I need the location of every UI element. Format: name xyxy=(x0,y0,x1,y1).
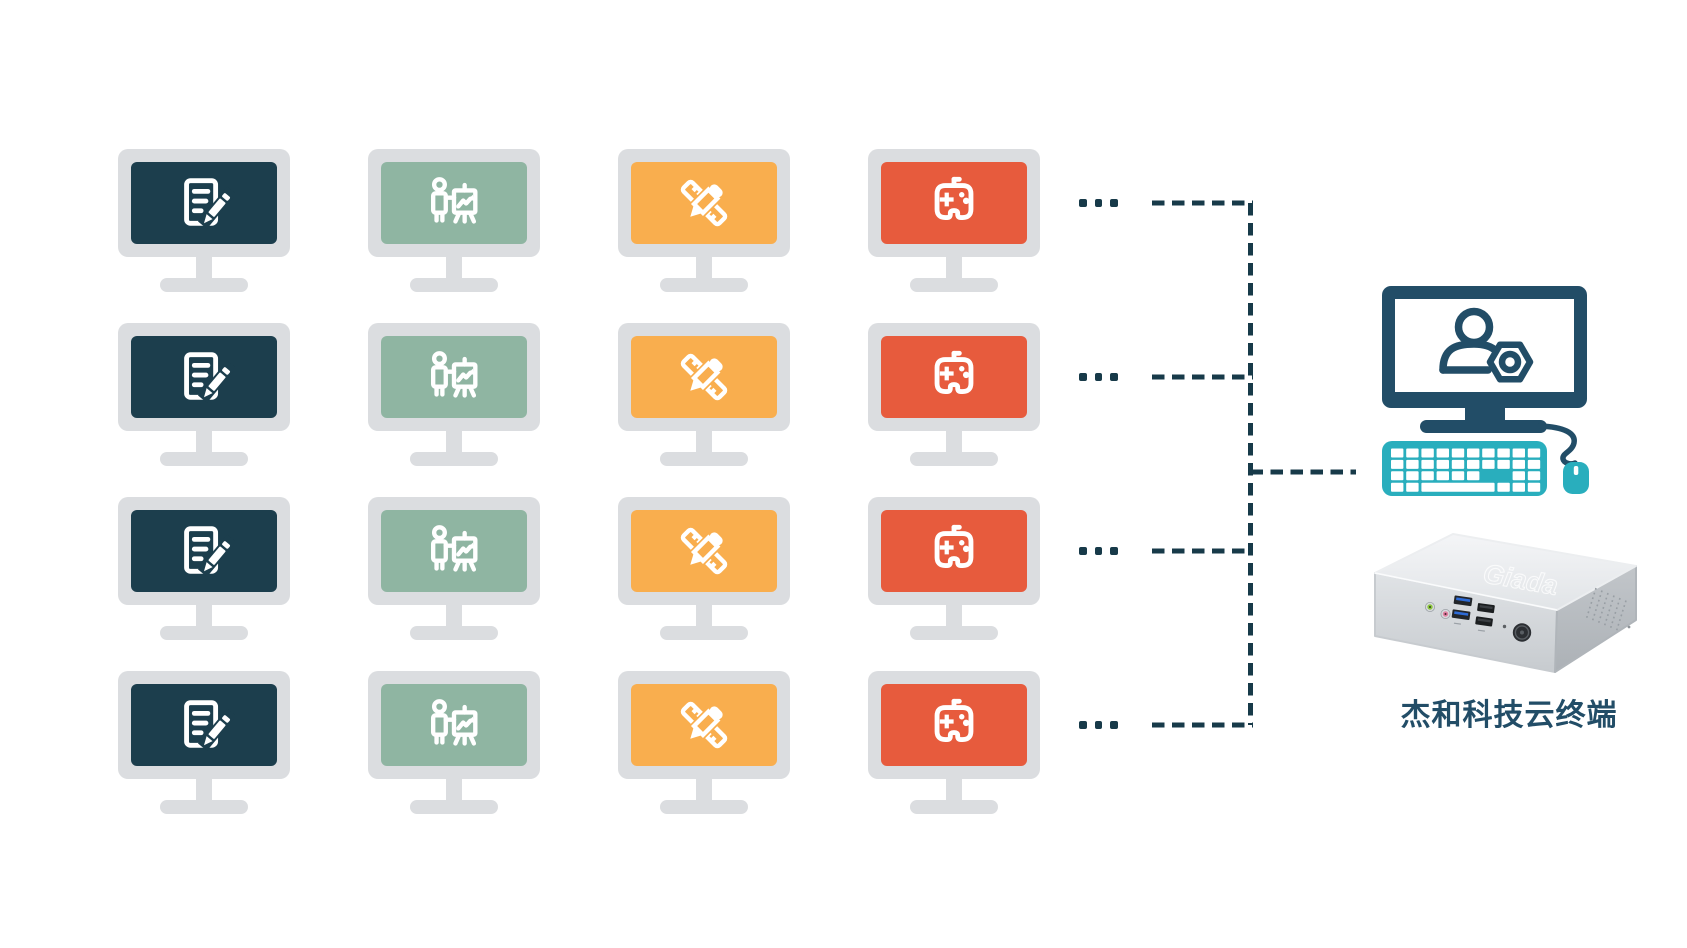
presentation-chart-icon xyxy=(430,351,478,398)
monitor-stand-base xyxy=(660,626,748,640)
ruler-pencil-icon xyxy=(680,525,730,575)
monitor-stand-base xyxy=(160,626,248,640)
ellipsis-more-clients xyxy=(1079,199,1118,207)
monitor-stand xyxy=(696,429,712,456)
monitor-screen xyxy=(881,162,1027,244)
monitor-stand xyxy=(946,603,962,630)
monitor-screen xyxy=(381,684,527,766)
admin-workstation xyxy=(1382,286,1594,498)
monitor-stand xyxy=(196,255,212,282)
monitor-stand-base xyxy=(160,800,248,814)
monitor-stand xyxy=(946,429,962,456)
client-monitor-office xyxy=(118,149,290,295)
monitor-screen xyxy=(631,336,777,418)
user-settings-icon xyxy=(1439,307,1534,383)
client-monitor-presentation xyxy=(368,497,540,643)
client-monitor-gaming xyxy=(868,149,1040,295)
monitor-screen xyxy=(631,684,777,766)
front-ports xyxy=(1425,595,1532,642)
presentation-chart-icon xyxy=(430,177,478,224)
monitor-screen xyxy=(881,684,1027,766)
monitor-stand xyxy=(196,603,212,630)
document-edit-icon xyxy=(184,526,235,577)
monitor-screen xyxy=(631,162,777,244)
ruler-pencil-icon xyxy=(680,699,730,749)
monitor-stand-base xyxy=(160,278,248,292)
gamepad-icon xyxy=(934,176,974,220)
monitor-stand xyxy=(946,777,962,804)
client-monitor-design xyxy=(618,497,790,643)
client-monitor-presentation xyxy=(368,671,540,817)
mouse-cable xyxy=(1537,423,1578,467)
monitor-stand-base xyxy=(410,278,498,292)
client-monitor-design xyxy=(618,323,790,469)
client-monitor-gaming xyxy=(868,323,1040,469)
monitor-screen xyxy=(131,336,277,418)
client-monitor-gaming xyxy=(868,671,1040,817)
document-edit-icon xyxy=(184,700,235,751)
ellipsis-more-clients xyxy=(1079,547,1118,555)
monitor-stand-base xyxy=(910,278,998,292)
monitor-stand-base xyxy=(410,452,498,466)
client-monitor-office xyxy=(118,497,290,643)
monitor-stand xyxy=(696,255,712,282)
document-edit-icon xyxy=(184,178,235,229)
gamepad-icon xyxy=(934,350,974,394)
monitor-stand-base xyxy=(910,626,998,640)
monitor-screen xyxy=(131,162,277,244)
monitor-screen xyxy=(881,510,1027,592)
monitor-screen xyxy=(131,510,277,592)
monitor-screen xyxy=(881,336,1027,418)
presentation-chart-icon xyxy=(430,699,478,746)
mouse-icon xyxy=(1563,462,1589,494)
monitor-stand xyxy=(446,255,462,282)
ellipsis-more-clients xyxy=(1079,373,1118,381)
keyboard-icon xyxy=(1382,441,1547,496)
admin-monitor-icon xyxy=(1382,286,1587,433)
ellipsis-more-clients xyxy=(1079,721,1118,729)
monitor-stand-base xyxy=(910,800,998,814)
monitor-stand-base xyxy=(410,800,498,814)
gamepad-icon xyxy=(934,524,974,568)
ruler-pencil-icon xyxy=(680,351,730,401)
client-monitor-design xyxy=(618,149,790,295)
monitor-stand xyxy=(696,603,712,630)
client-monitor-office xyxy=(118,323,290,469)
monitor-stand-base xyxy=(660,278,748,292)
client-monitor-presentation xyxy=(368,149,540,295)
client-monitor-design xyxy=(618,671,790,817)
monitor-stand xyxy=(696,777,712,804)
ruler-pencil-icon xyxy=(680,177,730,227)
monitor-screen xyxy=(631,510,777,592)
monitor-stand xyxy=(946,255,962,282)
vent-grille xyxy=(1585,587,1627,633)
monitor-stand-base xyxy=(910,452,998,466)
client-monitor-gaming xyxy=(868,497,1040,643)
monitor-screen xyxy=(381,162,527,244)
mini-pc-device: Giada xyxy=(1370,530,1650,690)
gamepad-icon xyxy=(934,698,974,742)
device-label: 杰和科技云终端 xyxy=(1400,699,1618,732)
monitor-stand-base xyxy=(660,452,748,466)
monitor-stand-base xyxy=(660,800,748,814)
monitor-stand xyxy=(196,429,212,456)
monitor-stand-base xyxy=(160,452,248,466)
monitor-screen xyxy=(131,684,277,766)
client-monitor-presentation xyxy=(368,323,540,469)
document-edit-icon xyxy=(184,352,235,403)
monitor-screen xyxy=(381,336,527,418)
monitor-stand xyxy=(446,603,462,630)
monitor-stand-base xyxy=(410,626,498,640)
client-monitor-office xyxy=(118,671,290,817)
monitor-stand xyxy=(446,429,462,456)
presentation-chart-icon xyxy=(430,525,478,572)
monitor-stand xyxy=(196,777,212,804)
monitor-screen xyxy=(381,510,527,592)
monitor-stand xyxy=(446,777,462,804)
